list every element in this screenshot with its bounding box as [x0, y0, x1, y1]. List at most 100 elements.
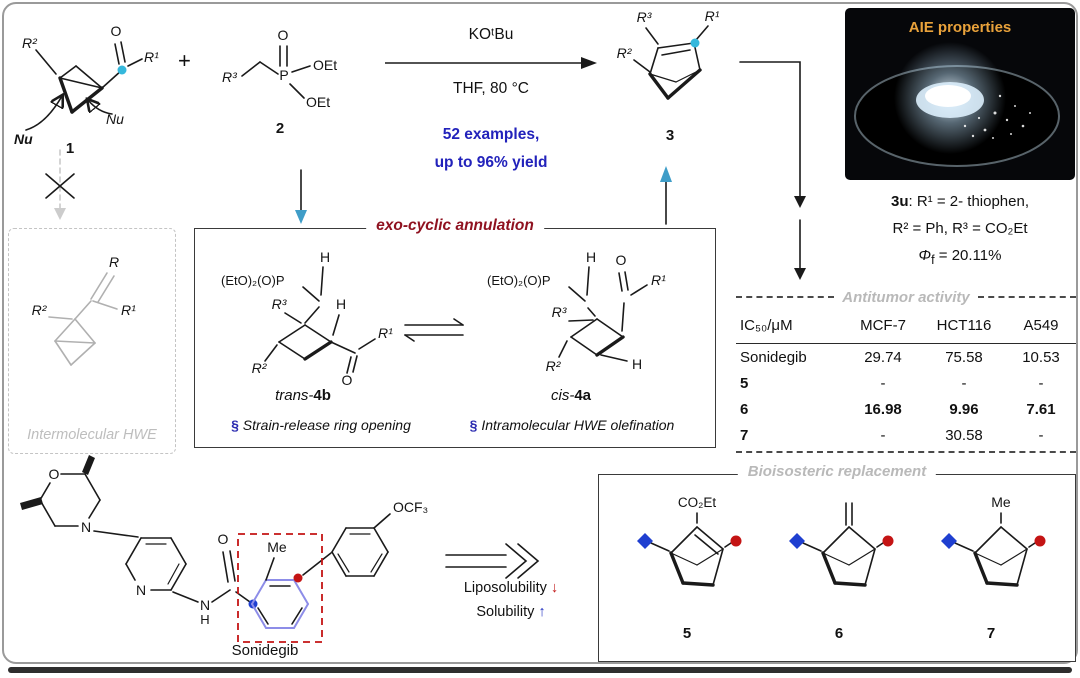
compound-3-structure: R³ R¹ R² 3	[617, 8, 720, 144]
section-mark-1: §	[231, 417, 239, 433]
nucleophile-attack-arrow	[25, 96, 62, 131]
r1-label: R¹	[705, 8, 720, 24]
r3-label: R³	[637, 9, 652, 25]
compound-5-number: 5	[682, 625, 692, 642]
pyridine-ring	[125, 537, 187, 591]
bullet-1-text: Strain-release ring opening	[238, 417, 411, 433]
blue-diamond-marker	[789, 533, 805, 549]
value-cell: 10.53	[1022, 348, 1060, 366]
cage-skeleton	[954, 512, 1036, 587]
compound-7-number: 7	[986, 625, 996, 642]
col-header-hct116: HCT116	[936, 316, 992, 334]
value-cell: 9.96	[949, 400, 979, 418]
amide-n-label: N	[200, 597, 210, 613]
p-oxide-label: O	[278, 27, 289, 43]
nh-carbonyl-bond	[211, 589, 231, 603]
powder-speckles	[963, 94, 1031, 139]
value-cell: -	[880, 374, 886, 392]
me-bond	[265, 557, 275, 581]
red-circle-marker	[730, 535, 742, 547]
quantum-yield-value: = 20.11%	[934, 247, 1002, 264]
col-header-a549: A549	[1023, 316, 1059, 334]
equilibrium-arrows	[404, 318, 464, 342]
biaryl-bond	[302, 552, 332, 576]
aie-note-line3: Φf = 20.11%	[836, 242, 1080, 274]
cis-r3: R³	[552, 304, 567, 320]
col-header-ic50: IC₅₀/μM	[740, 316, 793, 334]
me-label: Me	[991, 494, 1011, 510]
alkene-carbon-dot	[690, 38, 700, 48]
blue-diamond-marker	[941, 533, 957, 549]
amide-o-label: O	[218, 531, 229, 547]
title-dash-left	[736, 296, 835, 298]
annulation-title: exo-cyclic annulation	[366, 217, 544, 235]
row-name: 5	[740, 374, 749, 392]
phosphonate-skeleton	[241, 45, 311, 99]
up-arrow: ↑	[538, 604, 546, 620]
trans-r1: R¹	[378, 325, 393, 341]
cis-4a-label: cis-4a	[491, 387, 651, 405]
table-row-5: 5 - - -	[736, 370, 1076, 396]
value-cell: -	[1038, 426, 1044, 444]
liposolubility-note: Liposolubility ↓	[436, 580, 586, 596]
nu-blue-label: Nu	[14, 131, 33, 147]
highlight-dashed-box	[237, 533, 323, 643]
table-row-7: 7 - 30.58 -	[736, 422, 1076, 448]
aie-photo-scene	[854, 42, 1060, 167]
aie-title: AIE properties	[908, 19, 1012, 36]
amide-h-label: H	[200, 612, 209, 627]
examples-count-text: 52 examples,	[442, 126, 540, 143]
n-aryl-bond	[93, 530, 139, 538]
compound-2-structure: R³ P O OEt OEt 2	[222, 27, 337, 137]
oet-label-1: OEt	[313, 57, 337, 73]
bioisostere-transform-arrow	[445, 543, 540, 579]
liposolubility-text: Liposolubility	[463, 580, 551, 596]
arrow-compound2-to-box	[295, 169, 307, 224]
r2-label: R²	[22, 35, 38, 51]
trans-r2: R²	[252, 360, 268, 376]
cis-h-ring: H	[632, 356, 642, 372]
trans-4b-skeleton	[264, 266, 376, 374]
cis-r1: R¹	[651, 272, 666, 288]
section-mark-2: §	[469, 417, 478, 433]
amide-carbonyl	[222, 550, 251, 603]
figure-bottom-rule	[8, 667, 1072, 673]
value-cell: 16.98	[864, 400, 902, 418]
aie-photo-panel: AIE properties	[845, 8, 1075, 180]
blocked-pathway-arrow	[45, 149, 75, 220]
trans-h-ring: H	[336, 296, 346, 312]
bicyclohexene-skeleton	[633, 25, 709, 100]
table-row-6: 6 16.98 9.96 7.61	[736, 396, 1076, 422]
row-name: Sonidegib	[740, 348, 807, 366]
cage-skeleton	[802, 502, 884, 587]
red-connection-dot	[293, 573, 303, 583]
value-cell: -	[880, 426, 886, 444]
product-branch-connector	[739, 61, 806, 280]
bullet-strain-release: § Strain-release ring opening	[209, 417, 433, 433]
arrow-box-to-product	[660, 166, 672, 225]
methyl-wedge-top	[82, 455, 95, 475]
aie-note-line2: R² = Ph, R³ = CO₂Et	[892, 220, 1028, 237]
bioisosteric-title: Bioisosteric replacement	[737, 463, 937, 480]
morpholine-n-label: N	[81, 519, 91, 535]
cis-h-top: H	[586, 249, 596, 265]
carbonyl-o-label: O	[111, 23, 122, 39]
reagent-text: KOᵗBu	[468, 26, 514, 43]
hwe-product-structure: R R¹ R²	[32, 254, 136, 366]
down-arrow: ↓	[550, 580, 559, 596]
compound-1-number: 1	[66, 140, 74, 157]
annulation-mechanism-panel: exo-cyclic annulation (EtO)₂(O)P H	[194, 217, 716, 448]
ocf3-phenyl-ring	[331, 513, 391, 577]
compound-3-number: 3	[666, 127, 674, 144]
solvent-text: THF, 80 °C	[453, 80, 529, 97]
compound-6-number: 6	[834, 625, 844, 642]
sonidegib-label: Sonidegib	[231, 642, 299, 659]
cis-number: 4a	[574, 387, 591, 404]
annulation-structures: (EtO)₂(O)P H R³ R² H O R¹	[221, 249, 666, 387]
red-circle-marker	[1034, 535, 1046, 547]
sonidegib-structure: O N N N H O	[20, 455, 428, 643]
ocf3-label: OCF₃	[393, 499, 428, 515]
trans-r3: R³	[272, 296, 287, 312]
oet-label-2: OEt	[306, 94, 330, 110]
